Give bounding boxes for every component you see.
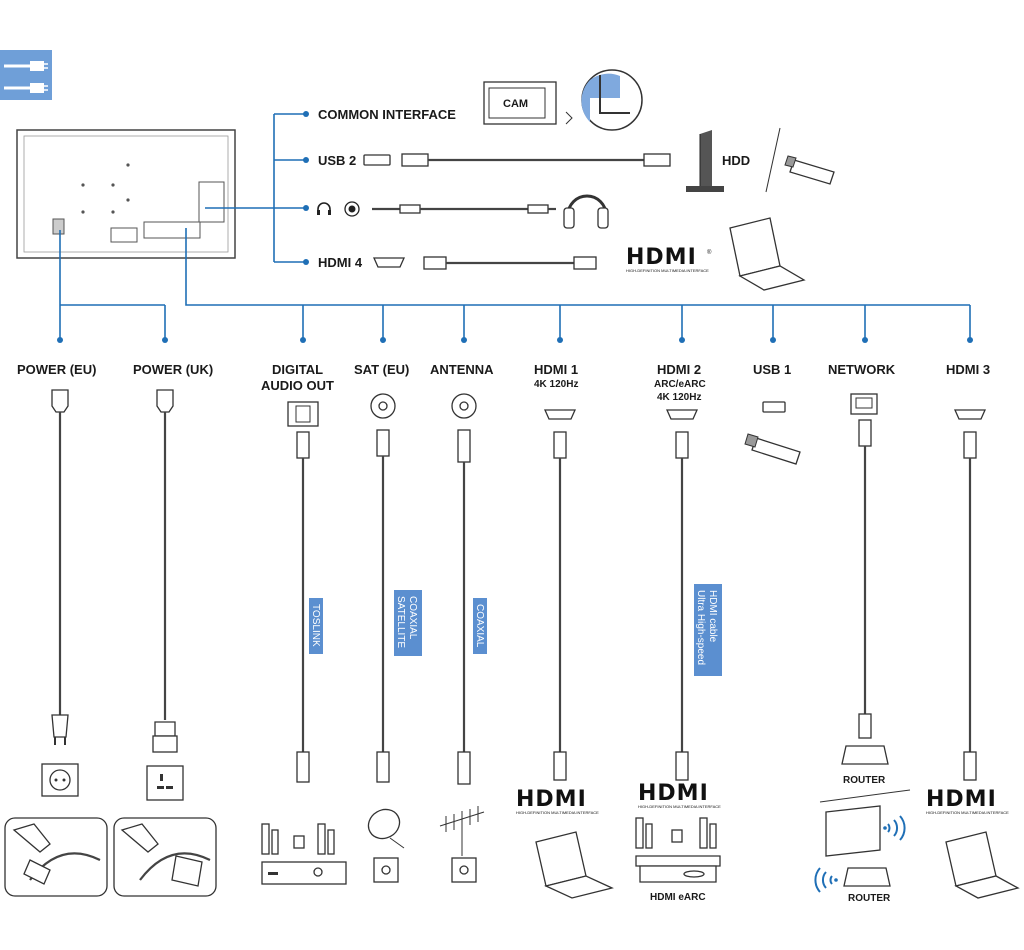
svg-text:HDMI cable: HDMI cable — [707, 590, 718, 643]
network-cable — [850, 393, 878, 739]
laptop-icon-top — [729, 217, 806, 291]
tv-back-panel — [16, 129, 236, 259]
label-hdmi2-sub2: 4K 120Hz — [657, 392, 701, 403]
label-digital: DIGITAL — [272, 362, 323, 377]
satellite-coaxial-tag: SATELLITE COAXIAL — [394, 590, 422, 656]
tv-wifi-icon — [825, 805, 906, 857]
label-usb2: USB 2 — [318, 153, 356, 168]
svg-text:COAXIAL: COAXIAL — [474, 604, 485, 648]
label-usb1: USB 1 — [753, 362, 791, 377]
svg-text:HIGH-DEFINITION MULTIMEDIA INT: HIGH-DEFINITION MULTIMEDIA INTERFACE — [638, 804, 721, 809]
antenna-cable — [451, 393, 477, 785]
svg-text:HDMI: HDMI — [926, 787, 997, 812]
svg-text:Ultra High-speed: Ultra High-speed — [695, 590, 706, 665]
hdmi3-cable — [953, 409, 987, 781]
usb-stick-usb1-icon — [744, 433, 801, 465]
label-hdmi2: HDMI 2 — [657, 362, 701, 377]
label-network: NETWORK — [828, 362, 896, 377]
usb1-port — [762, 401, 786, 413]
headphone-port-icon — [317, 201, 360, 217]
svg-text:®: ® — [707, 249, 712, 256]
soundbar-earc-icon — [635, 817, 721, 883]
label-hdd: HDD — [722, 153, 750, 168]
svg-text:HIGH-DEFINITION MULTIMEDIA INT: HIGH-DEFINITION MULTIMEDIA INTERFACE — [516, 810, 599, 815]
hdmi1-cable — [543, 409, 577, 781]
hdmi-logo-top: HDMI ® HIGH-DEFINITION MULTIMEDIA INTERF… — [626, 245, 712, 273]
toslink-tag: TOSLINK — [309, 598, 323, 654]
label-router-1: ROUTER — [843, 775, 886, 786]
power-uk-plug-illustration — [113, 817, 217, 897]
svg-text:HDMI: HDMI — [638, 781, 709, 806]
router-icon-1 — [841, 745, 889, 765]
svg-text:HIGH-DEFINITION MULTIMEDIA INT: HIGH-DEFINITION MULTIMEDIA INTERFACE — [626, 268, 709, 273]
label-hdmi1-sub: 4K 120Hz — [534, 379, 578, 390]
svg-text:COAXIAL: COAXIAL — [407, 596, 418, 640]
label-hdmi-earc: HDMI eARC — [650, 892, 706, 903]
divider-line — [819, 789, 911, 803]
svg-text:TOSLINK: TOSLINK — [310, 604, 321, 647]
label-hdmi2-sub1: ARC/eARC — [654, 379, 706, 390]
ultra-high-speed-tag: Ultra High-speed HDMI cable — [694, 584, 722, 676]
headphones-icon — [563, 194, 609, 229]
satellite-dish-icon — [367, 808, 405, 883]
label-hdmi3: HDMI 3 — [946, 362, 990, 377]
hdd-icon — [686, 130, 724, 192]
label-power-uk: POWER (UK) — [133, 362, 213, 377]
usb2-cable — [363, 153, 671, 167]
label-router-2: ROUTER — [848, 893, 891, 904]
hdmi-logo-hdmi1: HDMI HIGH-DEFINITION MULTIMEDIA INTERFAC… — [516, 787, 599, 815]
connection-lines — [57, 111, 973, 343]
hdmi4-cable — [372, 256, 597, 270]
coaxial-tag: COAXIAL — [473, 598, 487, 654]
hdmi-logo-hdmi2: HDMI HIGH-DEFINITION MULTIMEDIA INTERFAC… — [638, 781, 721, 809]
label-hdmi4: HDMI 4 — [318, 255, 363, 270]
sat-cable — [370, 393, 396, 783]
svg-text:HIGH-DEFINITION MULTIMEDIA INT: HIGH-DEFINITION MULTIMEDIA INTERFACE — [926, 810, 1009, 815]
laptop-icon-hdmi1 — [535, 831, 614, 899]
label-sat-eu: SAT (EU) — [354, 362, 409, 377]
label-antenna: ANTENNA — [430, 362, 494, 377]
hdmi2-cable — [665, 409, 699, 781]
laptop-icon-hdmi3 — [945, 831, 1020, 899]
router-wifi-icon — [814, 867, 891, 893]
antenna-icon — [439, 806, 485, 883]
headphone-cable — [372, 204, 556, 214]
label-common-interface: COMMON INTERFACE — [318, 107, 456, 122]
svg-text:SATELLITE: SATELLITE — [395, 596, 406, 648]
hdmi-logo-hdmi3: HDMI HIGH-DEFINITION MULTIMEDIA INTERFAC… — [926, 787, 1009, 815]
av-receiver-speakers-1 — [261, 823, 347, 885]
power-eu-plug-illustration — [4, 817, 108, 897]
power-uk-cable — [146, 389, 184, 801]
usb-stick-icon — [784, 155, 835, 185]
label-hdmi1: HDMI 1 — [534, 362, 578, 377]
svg-text:HDMI: HDMI — [626, 245, 697, 270]
svg-text:CAM: CAM — [503, 98, 528, 110]
label-audio-out: AUDIO OUT — [261, 378, 334, 393]
toslink-cable — [287, 401, 319, 783]
cable-connections-icon — [0, 50, 52, 100]
svg-text:HDMI: HDMI — [516, 787, 587, 812]
power-eu-cable — [41, 389, 79, 797]
cam-module: CAM — [483, 69, 643, 131]
label-power-eu: POWER (EU) — [17, 362, 96, 377]
